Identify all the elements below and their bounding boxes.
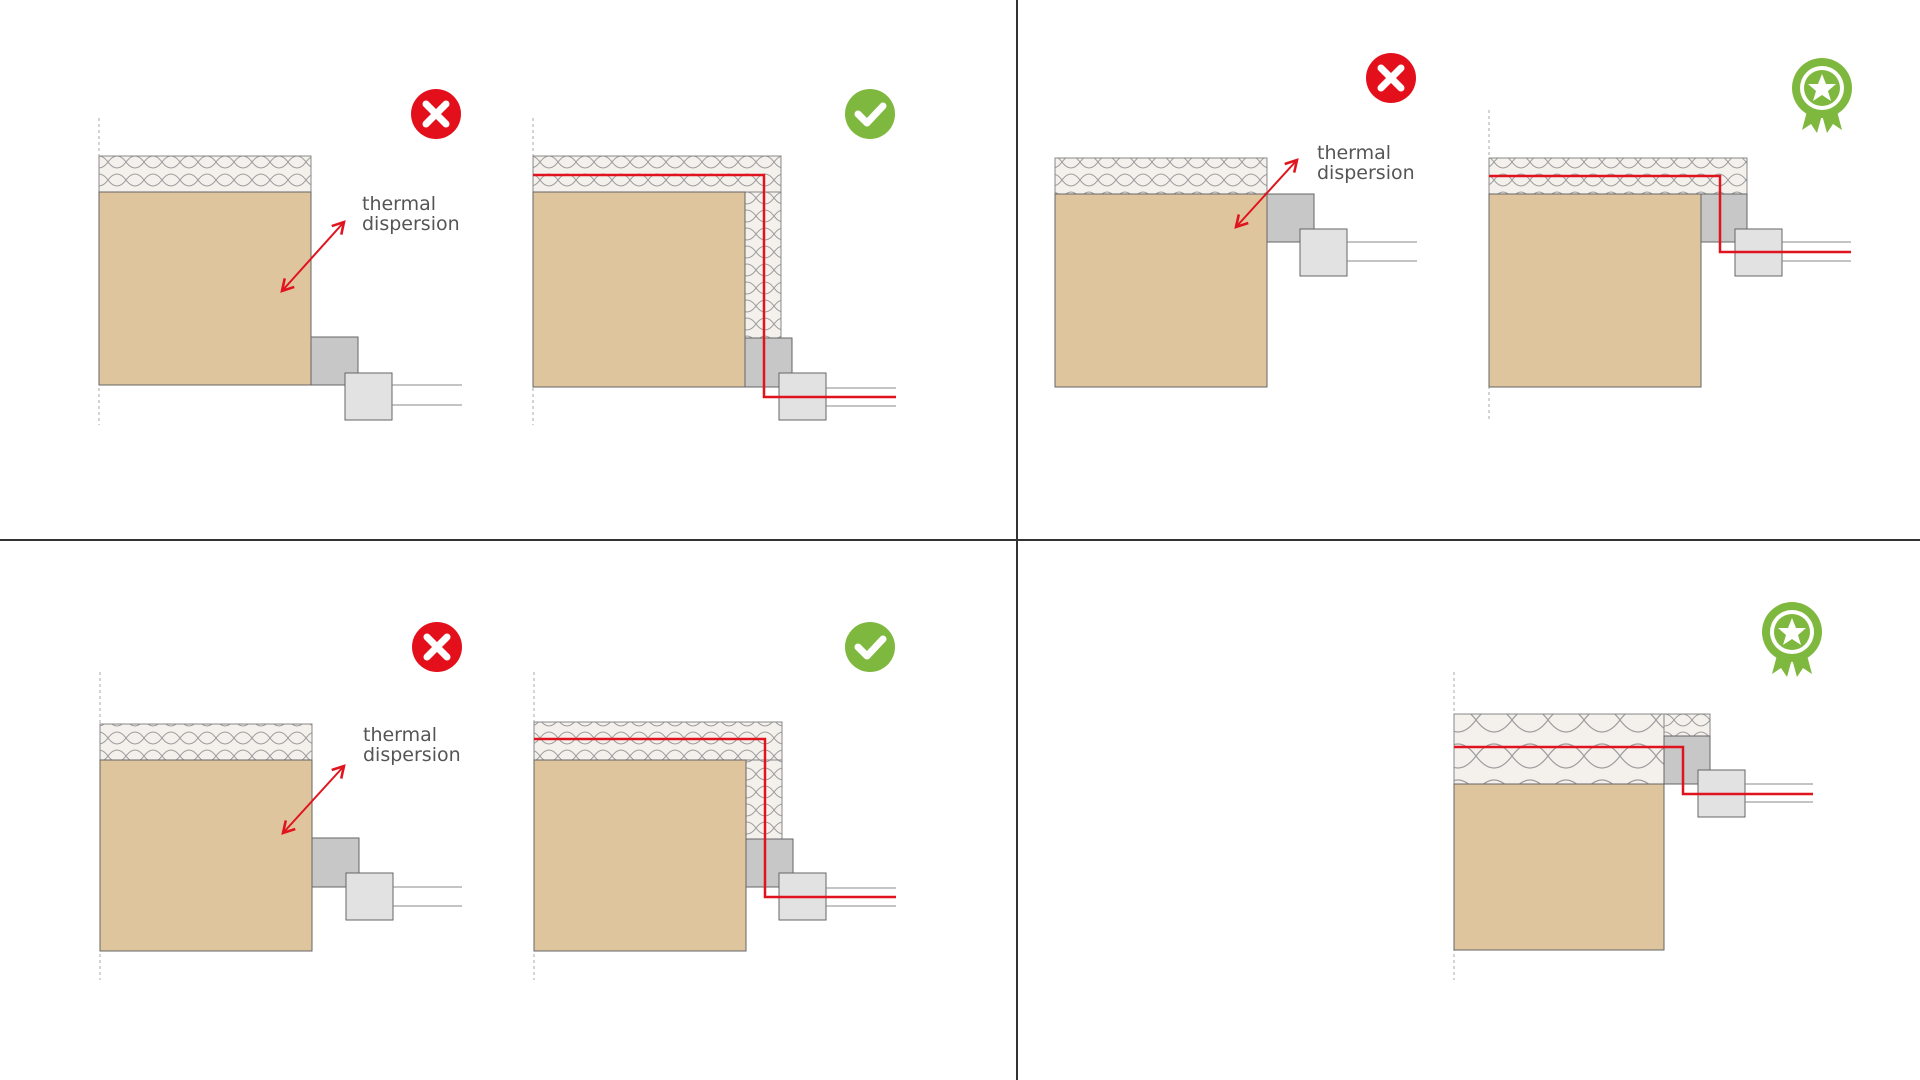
window-frame xyxy=(744,337,793,388)
dispersion-arrow xyxy=(1234,158,1299,229)
check-icon xyxy=(845,622,895,672)
wall-block xyxy=(1453,783,1665,951)
thermal-dispersion-label: thermal dispersion xyxy=(1317,142,1415,184)
panel-bottom-left-bad: thermal dispersion xyxy=(99,622,462,980)
window-sash xyxy=(344,372,393,421)
panel-bottom-right-best xyxy=(1453,602,1822,980)
panel-bottom-left-good xyxy=(533,622,896,980)
panel-top-left-bad: thermal dispersion xyxy=(98,89,462,425)
wall-block xyxy=(532,191,746,388)
panel-top-right-best xyxy=(1488,58,1852,420)
insulation-layer xyxy=(99,723,313,761)
isotherm-line xyxy=(533,173,896,399)
cross-icon xyxy=(412,622,462,672)
wall-block xyxy=(99,759,313,952)
insulation-layer xyxy=(1453,713,1665,785)
isotherm-line xyxy=(1454,745,1813,796)
award-icon xyxy=(1792,58,1852,133)
isotherm-line xyxy=(1489,174,1851,254)
insulation-layer xyxy=(533,721,783,761)
cross-icon xyxy=(1366,53,1416,103)
dispersion-arrow xyxy=(280,220,346,293)
wall-block xyxy=(98,191,312,386)
dispersion-arrow xyxy=(281,764,346,835)
panel-top-left-good xyxy=(532,89,896,425)
thermal-dispersion-label: thermal dispersion xyxy=(363,724,461,766)
window-sash xyxy=(1299,228,1348,277)
check-icon xyxy=(845,89,895,139)
award-icon xyxy=(1762,602,1822,677)
insulation-layer xyxy=(1054,157,1268,195)
wall-block xyxy=(1054,193,1268,388)
insulation-cap xyxy=(1663,713,1711,737)
window-sash xyxy=(345,872,394,921)
cross-icon xyxy=(411,89,461,139)
thermal-dispersion-label: thermal dispersion xyxy=(362,193,460,235)
insulation-layer xyxy=(98,155,312,193)
isotherm-line xyxy=(534,737,896,899)
panel-top-right-bad: thermal dispersion xyxy=(1054,53,1417,388)
wall-block xyxy=(1488,193,1702,388)
wall-block xyxy=(533,759,747,952)
